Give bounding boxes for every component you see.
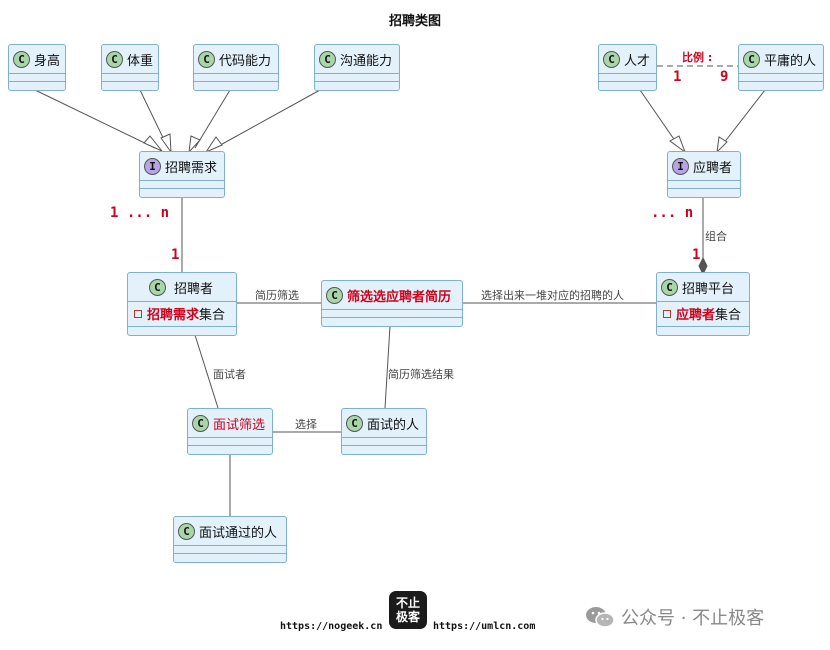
footer-url-left[interactable]: https://nogeek.cn: [280, 621, 383, 632]
class-icon: C: [743, 50, 760, 68]
site-logo: 不止 极客: [389, 591, 427, 629]
class-icon: C: [148, 278, 166, 296]
composition-label: 组合: [705, 230, 727, 243]
multiplicity-ratio-right: 9: [720, 69, 729, 85]
class-name: 招聘平台: [682, 281, 735, 297]
wechat-icon: [586, 607, 615, 628]
interviewer-label: 面试者: [213, 368, 246, 381]
arrowhead-weight: [160, 133, 172, 154]
edge-talent-applicant: [639, 89, 681, 149]
class-name: 面试的人: [367, 417, 420, 433]
screen-result-label: 简历筛选结果: [388, 368, 454, 381]
diagram-title: 招聘类图: [388, 14, 441, 29]
class-name: 面试筛选: [213, 417, 266, 433]
footer-url-right[interactable]: https://umlcn.com: [433, 621, 536, 632]
class-recruiter: C 招聘者 招聘需求集合: [127, 272, 237, 336]
class-icon: C: [178, 522, 195, 540]
class-name: 身高: [34, 53, 61, 69]
class-icon: C: [661, 278, 678, 296]
class-name: 平庸的人: [764, 53, 817, 69]
class-name: 面试通过的人: [199, 525, 278, 541]
arrowhead-mediocre: [716, 136, 728, 154]
arrowhead-coding: [188, 135, 201, 154]
class-name: 体重: [127, 53, 154, 69]
class-icon: C: [326, 286, 343, 304]
multiplicity-requirement-top: 1 ... n: [110, 205, 170, 221]
class-icon: C: [319, 50, 336, 68]
multiplicity-applicant-top: ... n: [651, 205, 694, 221]
arrowhead-height: [143, 135, 163, 152]
account-name: 公众号 · 不止极客: [621, 608, 765, 629]
edge-coding-requirement: [194, 89, 231, 149]
class-name: 筛选选应聘者简历: [347, 289, 452, 305]
edge-recruiter-interview-screen: [194, 334, 219, 409]
class-name: 沟通能力: [340, 53, 393, 69]
class-icon: C: [106, 50, 123, 68]
class-icon: C: [198, 50, 215, 68]
edge-mediocre-applicant: [719, 89, 766, 149]
edge-screening-interviewee: [384, 325, 391, 409]
class-name: 人才: [624, 53, 651, 69]
class-name: 代码能力: [219, 53, 272, 69]
edge-height-requirement: [34, 89, 156, 149]
resume-screen-label: 简历筛选: [255, 289, 299, 302]
class-icon: C: [13, 50, 30, 68]
interface-icon: I: [144, 157, 161, 175]
private-field-icon: [663, 310, 671, 318]
arrowhead-communication: [204, 136, 223, 154]
class-icon: C: [192, 414, 209, 432]
edge-communication-requirement: [214, 89, 321, 149]
choose-label: 选择: [295, 418, 317, 431]
class-name: 招聘者: [173, 281, 213, 297]
multiplicity-ratio-left: 1: [673, 69, 682, 85]
class-attribute: 招聘需求集合: [128, 302, 236, 326]
class-name: 应聘者: [693, 160, 733, 176]
multiplicity-requirement-bottom: 1: [171, 247, 180, 263]
class-icon: C: [346, 414, 363, 432]
ratio-label: 比例 :: [682, 51, 713, 64]
class-icon: C: [603, 50, 620, 68]
class-attribute: 应聘者集合: [657, 302, 749, 326]
multiplicity-applicant-bottom: 1: [692, 247, 701, 263]
class-name: 招聘需求: [165, 160, 218, 176]
wechat-account: 公众号 · 不止极客: [585, 604, 764, 630]
private-field-icon: [134, 310, 142, 318]
arrowhead-talent: [669, 135, 687, 154]
select-out-label: 选择出来一堆对应的招聘的人: [481, 289, 624, 302]
interface-icon: I: [672, 157, 689, 175]
